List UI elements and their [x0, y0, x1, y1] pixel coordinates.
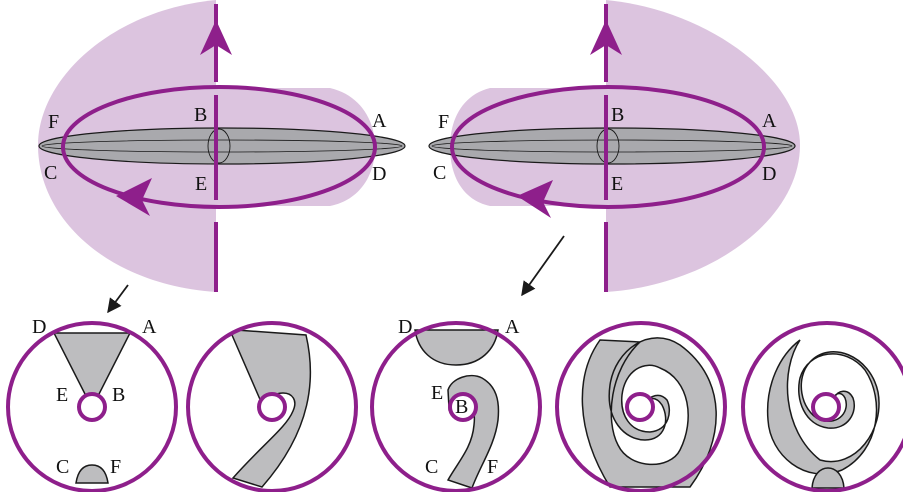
- cs1-label-D: D: [32, 316, 46, 338]
- cs5-axis-ring: [811, 392, 841, 422]
- top-right-label-C: C: [433, 162, 446, 184]
- top-left-disk: [38, 127, 406, 165]
- cs1-label-B: B: [112, 384, 125, 406]
- top-left-field-arrowhead: [200, 20, 232, 55]
- cs1-boundary: [6, 321, 178, 492]
- cs3-label-B: B: [455, 396, 468, 418]
- cs3-axis-ring: [448, 392, 478, 422]
- cs5-bottom-region: [811, 467, 845, 489]
- top-right-field-arrowhead: [590, 20, 622, 55]
- pointer-arrow-left: [107, 284, 129, 314]
- cross-section-4: [555, 321, 727, 492]
- cs1-label-E: E: [56, 384, 68, 406]
- top-left-loop-arrowhead: [116, 178, 152, 216]
- top-left-loop: [61, 85, 377, 209]
- top-right-label-E: E: [611, 173, 623, 195]
- cross-section-3: D A E B C F: [370, 316, 542, 492]
- top-right-loop: [450, 85, 766, 209]
- top-right-label-D: D: [762, 163, 776, 185]
- cs1-lower-region: [75, 464, 109, 484]
- top-left-label-D: D: [372, 163, 386, 185]
- cs2-boundary: [186, 321, 358, 492]
- cs4-boundary: [555, 321, 727, 492]
- cs3-label-C: C: [425, 456, 438, 478]
- cs3-label-D: D: [398, 316, 412, 338]
- pointer-arrow-right: [521, 235, 565, 297]
- cross-section-2: [186, 321, 358, 492]
- top-left-disk-inner: [41, 139, 403, 153]
- top-left-label-C: C: [44, 162, 57, 184]
- top-left-label-A: A: [372, 110, 387, 132]
- cs1-axis-ring: [77, 392, 107, 422]
- top-right-label-F: F: [438, 111, 449, 133]
- cs1-label-C: C: [56, 456, 69, 478]
- cs4-axis-ring: [625, 392, 655, 422]
- top-right-disk: [428, 127, 796, 165]
- top-right-disk-inner: [431, 139, 793, 153]
- cs3-upper-region: [414, 329, 499, 366]
- cs5-spiral-region: [766, 339, 880, 475]
- cs1-label-A: A: [142, 316, 157, 338]
- top-right-panel: F C B E A D: [428, 0, 800, 292]
- top-left-label-F: F: [48, 111, 59, 133]
- top-right-label-B: B: [611, 104, 624, 126]
- cs3-boundary: [370, 321, 542, 492]
- cs5-boundary: [741, 321, 903, 492]
- cs2-axis-ring: [257, 392, 287, 422]
- cross-section-1: D A E B C F: [6, 316, 178, 492]
- top-left-panel: F C B E A D: [38, 0, 406, 292]
- cs3-label-F: F: [487, 456, 498, 478]
- top-left-hole: [207, 128, 231, 164]
- top-left-label-E: E: [195, 173, 207, 195]
- cs3-label-A: A: [505, 316, 520, 338]
- cs1-label-F: F: [110, 456, 121, 478]
- top-right-label-A: A: [762, 110, 777, 132]
- cs3-label-E: E: [431, 382, 443, 404]
- top-left-label-B: B: [194, 104, 207, 126]
- top-right-loop-arrowhead: [517, 180, 553, 218]
- cross-section-5: [741, 321, 903, 492]
